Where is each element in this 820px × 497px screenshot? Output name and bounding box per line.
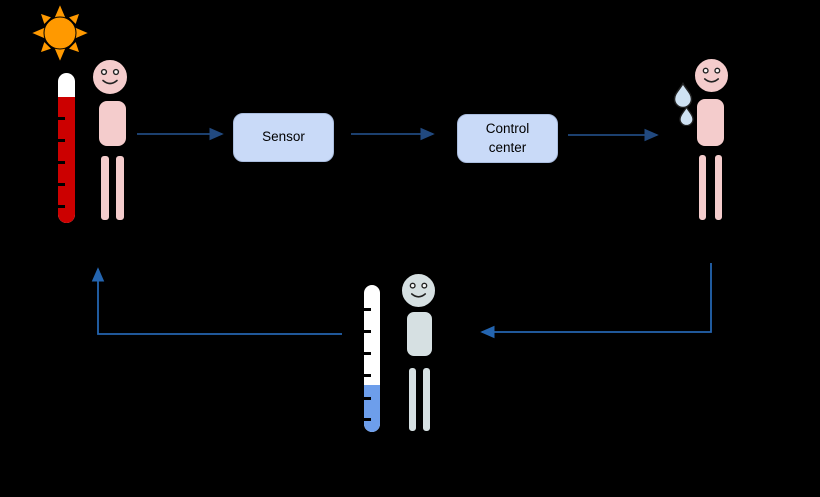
person-leg — [407, 366, 418, 433]
tick — [364, 397, 371, 400]
thermometer-cold-icon — [364, 285, 380, 432]
tick — [58, 183, 65, 186]
person-torso — [405, 310, 434, 358]
control-center-label: Control center — [485, 120, 530, 155]
person-leg — [421, 366, 432, 433]
tick — [58, 139, 65, 142]
smiley-face-icon — [702, 67, 721, 83]
sweat-drop-icon — [679, 106, 694, 126]
cold-mercury-level — [364, 385, 380, 432]
tick — [58, 117, 65, 120]
thermometer-hot-icon — [58, 73, 75, 223]
person-torso — [695, 97, 726, 148]
person-leg — [99, 154, 111, 222]
tick — [364, 418, 371, 421]
person-leg — [713, 153, 724, 222]
tick — [364, 352, 371, 355]
control-center-box: Control center — [457, 114, 558, 163]
tick — [58, 205, 65, 208]
smiley-face-icon — [100, 68, 120, 85]
sun-icon — [29, 2, 91, 64]
hot-mercury-level — [58, 97, 75, 223]
tick — [58, 161, 65, 164]
person-leg — [114, 154, 126, 222]
arrow-feedback-left — [91, 267, 342, 335]
sensor-label: Sensor — [262, 129, 305, 145]
person-leg — [697, 153, 708, 222]
tick — [364, 374, 371, 377]
smiley-face-icon — [409, 282, 428, 298]
person-head — [91, 58, 129, 96]
person-head — [400, 272, 437, 309]
tick — [364, 330, 371, 333]
arrow-feedback-right — [480, 263, 712, 339]
person-head — [693, 57, 730, 94]
tick — [364, 308, 371, 311]
person-torso — [97, 99, 128, 148]
sensor-box: Sensor — [233, 113, 334, 162]
sweat-drop-icon — [673, 82, 693, 108]
